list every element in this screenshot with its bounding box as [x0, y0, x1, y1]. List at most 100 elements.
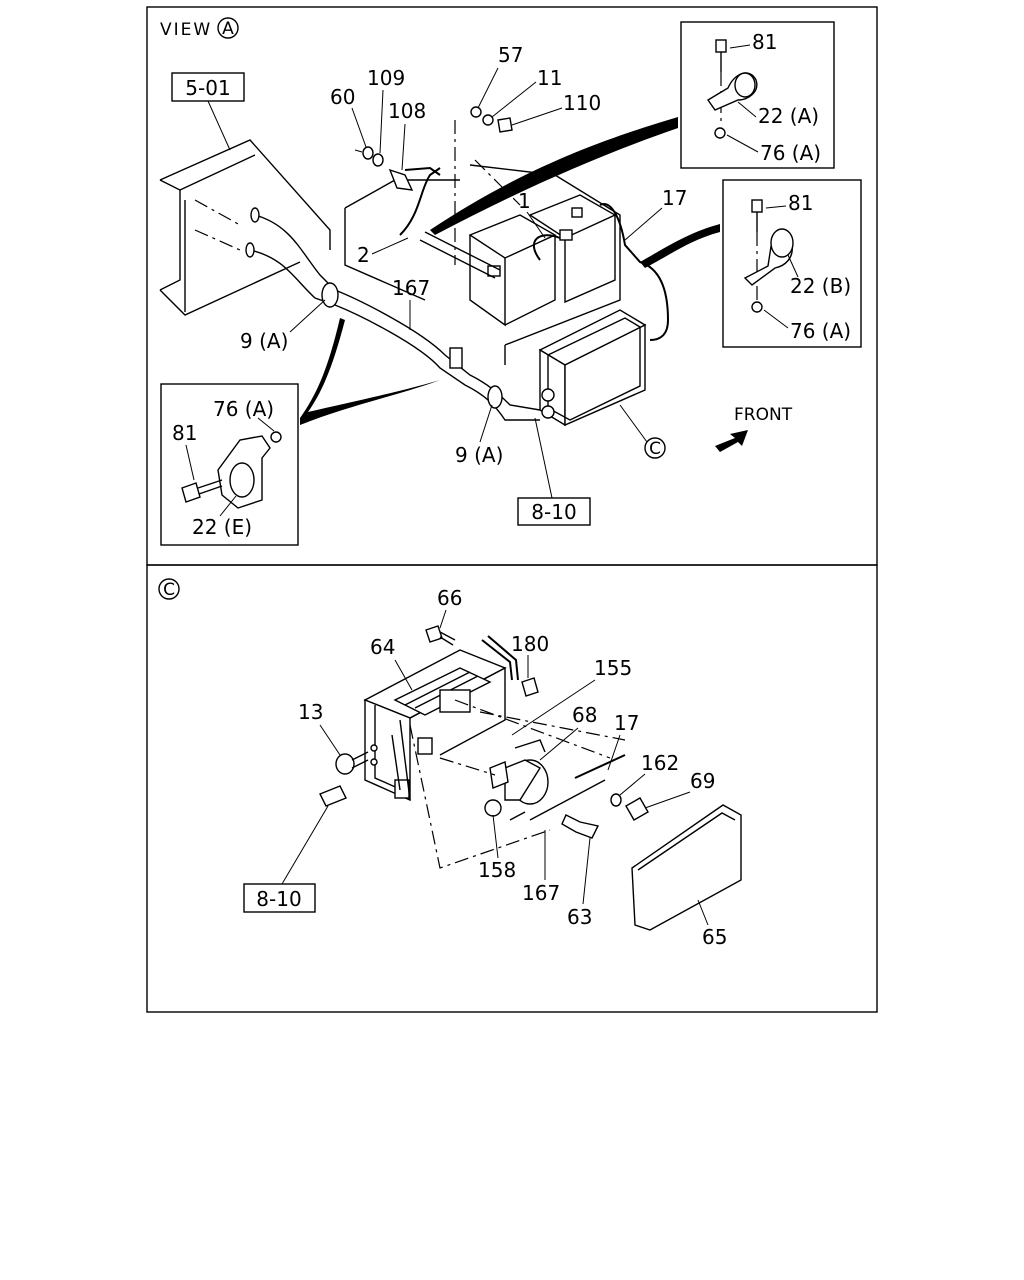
label-9a-lower: 9 (A) [455, 443, 503, 467]
inset-l-81: 81 [172, 421, 197, 445]
label-64: 64 [370, 635, 395, 659]
label-63: 63 [567, 905, 592, 929]
cable-167-c [529, 779, 606, 821]
leader-inset-tr-81 [729, 44, 751, 49]
label-17-c: 17 [614, 711, 639, 735]
inset-mid-right [722, 179, 862, 348]
label-68: 68 [572, 703, 597, 727]
inset-left-parts [181, 431, 282, 509]
leader-64 [394, 659, 413, 691]
label-167-a: 167 [392, 276, 430, 300]
view-label: VIEW [160, 20, 212, 40]
callout-wedge-mid [640, 224, 720, 268]
leader-inset-tr-22a [737, 101, 757, 118]
label-158: 158 [478, 858, 516, 882]
label-17-a: 17 [662, 186, 687, 210]
inset-tr-76a: 76 (A) [760, 141, 821, 165]
leader-57 [477, 67, 499, 109]
section-c-marker-circle [158, 578, 180, 600]
assembly-lines-c [409, 699, 626, 869]
leader-9a-upper [289, 299, 326, 333]
leader-inset-mr-81 [765, 205, 787, 209]
bolt-63 [561, 814, 600, 839]
inset-mid-right-parts [743, 199, 794, 313]
ref-5-01-text: 5-01 [185, 76, 230, 100]
label-1: 1 [518, 189, 531, 213]
callout-wedge-top [430, 117, 678, 235]
label-109: 109 [367, 66, 405, 90]
leader-inset-l-22e [219, 495, 237, 517]
view-c-marker-letter: C [649, 439, 661, 459]
ref-box-8-10-a [517, 497, 591, 526]
front-arrow-icon [715, 430, 748, 452]
label-11: 11 [537, 66, 562, 90]
inset-l-76a: 76 (A) [213, 397, 274, 421]
relay-68 [484, 739, 549, 821]
label-180: 180 [511, 632, 549, 656]
leader-9a-lower [479, 404, 493, 443]
leader-66 [439, 609, 447, 629]
leader-60 [351, 107, 367, 148]
leader-8-10-a [534, 417, 553, 499]
label-66: 66 [437, 586, 462, 610]
inset-top-right [680, 21, 835, 169]
leader-inset-mr-76a [763, 309, 789, 329]
callout-wedge-left [300, 318, 440, 425]
inset-left [160, 383, 299, 546]
top-hardware [354, 106, 513, 191]
leader-inset-l-81 [185, 444, 195, 481]
cable-17-c [574, 754, 626, 779]
leader-2 [371, 237, 409, 255]
leader-8-10-c [281, 805, 329, 885]
section-c-frame [146, 564, 878, 1013]
leader-11 [491, 81, 537, 118]
view-a-letter: A [222, 19, 234, 39]
label-9a-upper: 9 (A) [240, 329, 288, 353]
leader-110 [511, 107, 563, 126]
inset-tr-81: 81 [752, 30, 777, 54]
leader-155 [511, 679, 596, 736]
ref-box-8-10-c [243, 883, 316, 913]
side-bolts-c [319, 751, 369, 807]
inset-top-right-parts [706, 39, 758, 139]
cable-167 [245, 207, 541, 421]
housing-64 [363, 649, 507, 802]
leader-109 [379, 89, 384, 154]
battery-cables [399, 166, 670, 341]
leader-1 [526, 211, 546, 239]
label-13: 13 [298, 700, 323, 724]
label-167-c: 167 [522, 881, 560, 905]
leader-158 [492, 814, 499, 859]
frame-rail [159, 139, 331, 316]
leader-inset-l-76a [257, 417, 275, 432]
inset-l-22e: 22 (E) [192, 515, 252, 539]
front-label: FRONT [734, 405, 793, 425]
leader-69 [644, 791, 691, 809]
inset-mr-22b: 22 (B) [790, 274, 851, 298]
label-110: 110 [563, 91, 601, 115]
ref-8-10-a-text: 8-10 [531, 500, 576, 524]
ref-8-10-c-text: 8-10 [256, 887, 301, 911]
leader-108 [401, 123, 406, 171]
label-57: 57 [498, 43, 523, 67]
view-c-marker-circle [644, 437, 666, 459]
battery-box [344, 120, 621, 365]
leader-c [619, 404, 648, 443]
leader-13 [319, 724, 341, 756]
label-69: 69 [690, 769, 715, 793]
washer-162 [610, 793, 622, 807]
label-155: 155 [594, 656, 632, 680]
label-60: 60 [330, 85, 355, 109]
section-c-marker-letter: C [163, 580, 175, 600]
label-108: 108 [388, 99, 426, 123]
leader-inset-mr-22b [787, 254, 799, 278]
inset-mr-76a: 76 (A) [790, 319, 851, 343]
leader-68 [539, 727, 579, 761]
battery-left [468, 214, 557, 327]
label-162: 162 [641, 751, 679, 775]
label-65: 65 [702, 925, 727, 949]
battery-right [528, 194, 617, 304]
bolt-69 [625, 797, 649, 821]
label-2: 2 [357, 243, 370, 267]
